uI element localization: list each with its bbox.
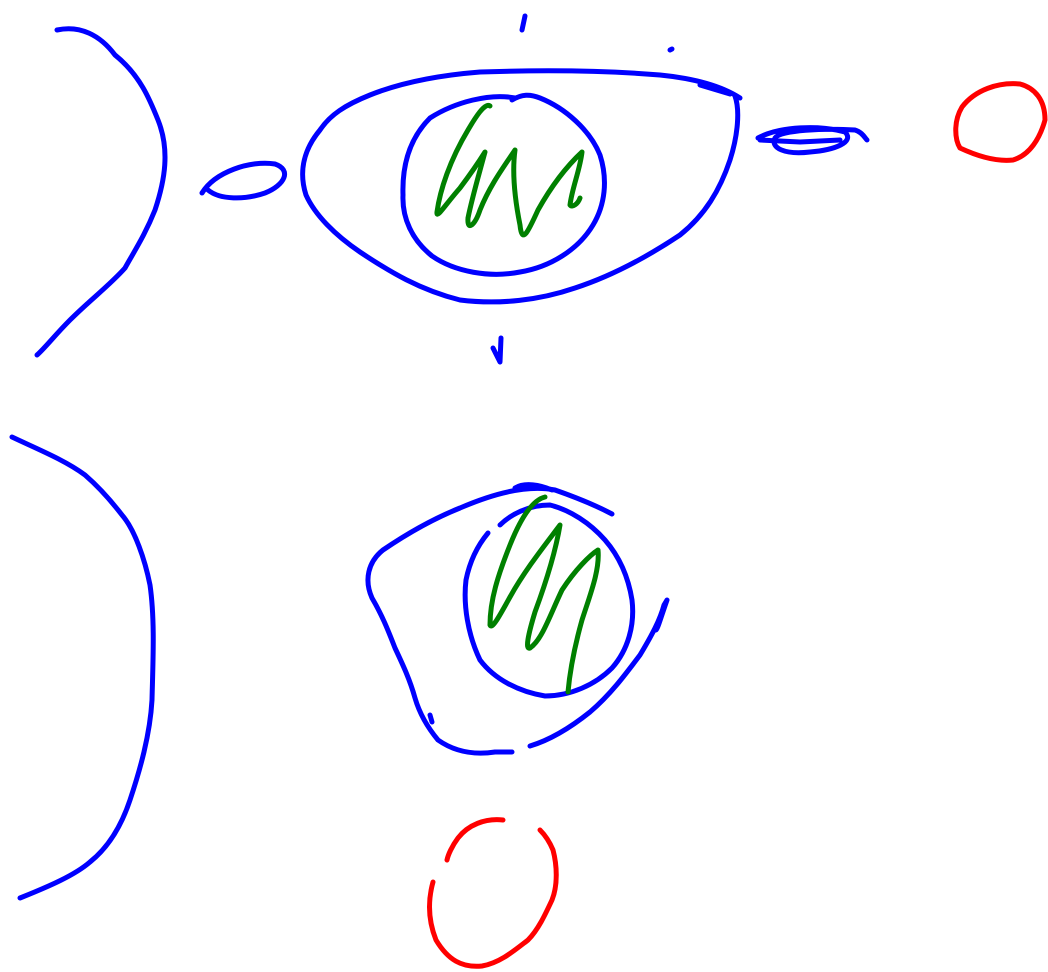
- top-dot-mark-stroke: [667, 46, 675, 53]
- top-nucleus-stroke: [400, 92, 607, 277]
- bottom-cell-outer-membrane-stroke: [365, 485, 670, 756]
- top-chromatin-squiggle-stroke: [434, 102, 585, 238]
- top-tick-mark-lower-stroke: [490, 335, 504, 365]
- bottom-red-circle-stroke: [427, 817, 559, 969]
- bottom-membrane-fragment-stroke: [427, 482, 555, 725]
- top-small-ellipse-stroke: [199, 160, 288, 201]
- top-left-arc-stroke: [34, 26, 168, 358]
- top-red-circle-stroke: [953, 81, 1048, 163]
- top-flat-oval-stroke: [755, 125, 870, 156]
- bottom-nucleus-stroke: [462, 502, 636, 699]
- top-tick-mark-upper-stroke: [519, 13, 528, 33]
- bottom-left-arc-stroke: [9, 434, 156, 901]
- top-cell-outer-membrane-stroke: [300, 68, 743, 305]
- stroke-group: [9, 13, 1048, 969]
- bottom-chromatin-squiggle-stroke: [487, 494, 601, 695]
